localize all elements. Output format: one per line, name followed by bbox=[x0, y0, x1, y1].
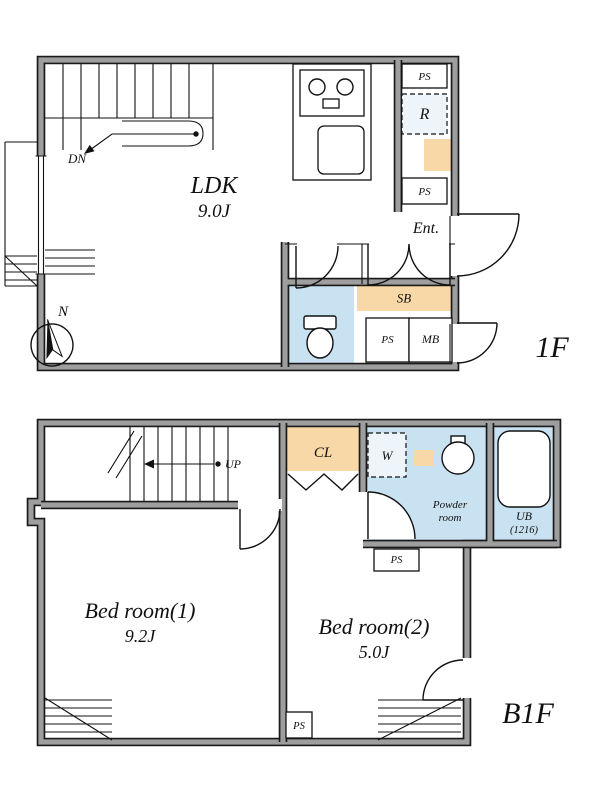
ps-label: PS bbox=[417, 186, 431, 198]
bathtub-icon bbox=[497, 430, 551, 508]
powder-room-label-2: room bbox=[439, 512, 462, 524]
floorB1-label: B1F bbox=[502, 697, 554, 730]
bedroom2-corner-hatch bbox=[377, 697, 462, 741]
stair-break-lines bbox=[107, 430, 143, 479]
folding-door-icon bbox=[287, 473, 359, 491]
stove-icon bbox=[299, 69, 365, 117]
side-court-hatch bbox=[4, 141, 38, 287]
burner-icon bbox=[308, 78, 326, 96]
door-swing-arc bbox=[295, 245, 339, 289]
door-powder-room bbox=[367, 491, 416, 540]
ldk-size-label: 9.0J bbox=[198, 201, 232, 222]
window-lines bbox=[35, 155, 47, 275]
front-door bbox=[449, 213, 520, 277]
door-bedroom2 bbox=[422, 659, 464, 701]
ps-box-powder bbox=[373, 548, 420, 572]
service-door-mb bbox=[449, 322, 498, 364]
stair-arrow-origin-dot bbox=[193, 131, 199, 137]
bath-size-label: (1216) bbox=[510, 525, 538, 536]
stair-down-arrow-line bbox=[89, 133, 196, 151]
ps-label: PS bbox=[292, 721, 305, 732]
toilet-bowl bbox=[306, 327, 334, 359]
stair-arrow-origin-dot bbox=[215, 461, 221, 467]
washer-space bbox=[367, 432, 407, 478]
bedroom2-label: Bed room(2) bbox=[319, 614, 430, 639]
bedroom1-label: Bed room(1) bbox=[85, 598, 196, 623]
entrance-label: Ent. bbox=[412, 220, 439, 237]
window-gap bbox=[35, 156, 47, 274]
refrigerator-label: R bbox=[419, 106, 430, 123]
floorB1-plan: UP CL W UB (1216) Powder room bbox=[31, 423, 557, 742]
vanity-basin-icon bbox=[441, 435, 475, 475]
stairs-b1f: UP bbox=[107, 427, 242, 501]
compass-needle-light bbox=[46, 319, 64, 358]
bedroom1-corner-hatch bbox=[44, 697, 113, 741]
refrigerator-space bbox=[401, 93, 448, 135]
ps-box-bottom bbox=[285, 711, 313, 739]
sink-icon bbox=[317, 125, 365, 175]
stair-down-arrowhead bbox=[84, 144, 95, 154]
storage-box-1f bbox=[424, 139, 451, 171]
meter-box bbox=[408, 317, 453, 363]
stair-return-curve bbox=[122, 120, 204, 147]
stove-control bbox=[322, 98, 340, 109]
ps-label: PS bbox=[390, 555, 403, 566]
dn-label: DN bbox=[67, 151, 87, 166]
toilet-tank bbox=[303, 315, 337, 330]
door-swing-arc bbox=[456, 322, 498, 364]
ps-label: PS bbox=[380, 334, 394, 346]
window-symbol bbox=[35, 155, 47, 275]
stair-up-arrowhead bbox=[144, 459, 154, 469]
compass-needle-group bbox=[30, 319, 74, 367]
floor1-plan: DN PS R PS Ent. SB PS MB bbox=[4, 60, 569, 369]
north-label: N bbox=[57, 304, 69, 320]
up-label: UP bbox=[225, 457, 242, 471]
bedroom1-opening bbox=[240, 499, 282, 511]
ldk-label: LDK bbox=[190, 173, 240, 199]
stair-risers bbox=[45, 64, 214, 150]
floor1-label: 1F bbox=[535, 331, 569, 364]
burner-icon bbox=[336, 78, 354, 96]
door-swing-arc bbox=[456, 213, 520, 277]
stairs-1f: DN bbox=[45, 64, 214, 166]
compass-needle-dark bbox=[46, 319, 53, 360]
entrance-opening bbox=[449, 216, 461, 276]
counter-box bbox=[414, 450, 434, 466]
washer-label: W bbox=[382, 448, 394, 463]
closet-area bbox=[287, 427, 359, 471]
shoe-box-area bbox=[357, 285, 451, 311]
compass-icon: N bbox=[30, 304, 74, 367]
ps-box-top bbox=[401, 63, 448, 89]
bedroom2-size-label: 5.0J bbox=[359, 642, 391, 662]
bath-label: UB bbox=[516, 509, 533, 523]
toilet-icon bbox=[303, 315, 337, 359]
ldk-corner-hatch bbox=[45, 249, 95, 275]
basin-bowl bbox=[441, 441, 475, 475]
hall-partition-lines bbox=[285, 243, 455, 284]
closet-label: CL bbox=[314, 445, 332, 461]
bedroom1-size-label: 9.2J bbox=[125, 626, 157, 646]
shoe-box-label: SB bbox=[397, 291, 412, 306]
ps-box-low bbox=[365, 317, 410, 363]
bedroom2-opening bbox=[461, 658, 473, 698]
door-swing-arc bbox=[239, 508, 281, 550]
powder-door-swing-area bbox=[368, 492, 415, 539]
meter-box-label: MB bbox=[421, 332, 440, 346]
door-swing-arc bbox=[422, 659, 464, 701]
kitchen-counter bbox=[292, 63, 372, 181]
ps-box-mid bbox=[401, 177, 448, 205]
ps-label: PS bbox=[417, 71, 431, 83]
door-swing-arc bbox=[367, 491, 416, 540]
door-swing-arcs bbox=[367, 243, 451, 286]
powder-room-label-1: Powder bbox=[432, 499, 468, 511]
door-toilet-hall bbox=[295, 245, 339, 289]
door-bedroom1 bbox=[239, 508, 281, 550]
